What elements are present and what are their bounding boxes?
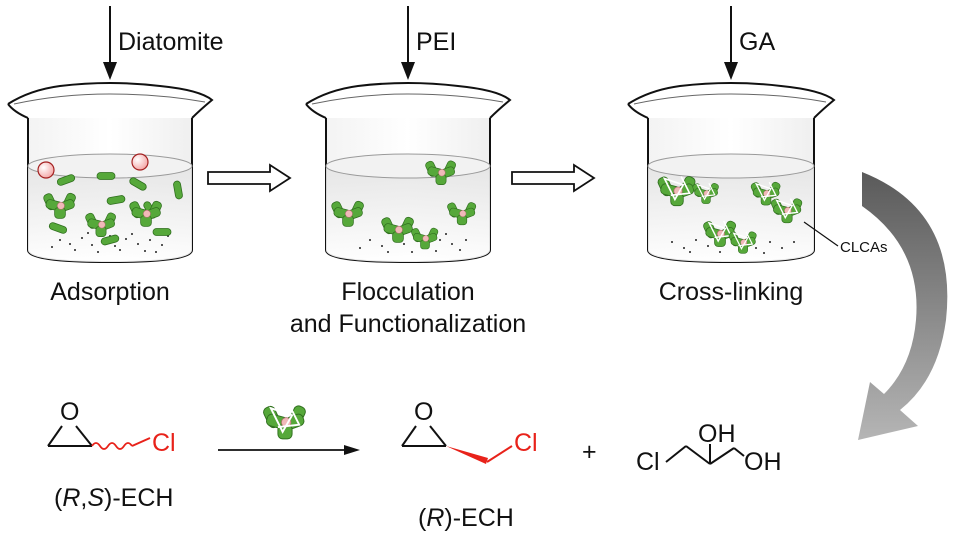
step-arrow-1 (207, 163, 292, 193)
label-clcas: CLCAs (840, 239, 888, 256)
plus-sign: + (582, 438, 597, 466)
reagent-arrow-2 (401, 6, 415, 80)
reagent-arrow-1 (103, 6, 117, 80)
reagent-ga: GA (739, 28, 775, 56)
step-arrow-2 (511, 163, 596, 193)
epoxide-o-1: O (60, 398, 79, 426)
epoxide-o-2: O (414, 398, 433, 426)
label-r-ech: (R)-ECH (418, 504, 514, 532)
beaker-crosslinking (627, 82, 836, 264)
reagent-pei: PEI (416, 28, 456, 56)
reagent-arrow-3 (724, 6, 738, 80)
caption-functionalization: and Functionalization (290, 310, 526, 338)
molecule-chloropropanediol: Cl OH OH (636, 420, 782, 476)
beaker-flocculation (305, 82, 512, 264)
reaction-arrow (218, 445, 360, 455)
chlorine-1: Cl (152, 429, 176, 457)
caption-crosslinking: Cross-linking (659, 278, 803, 306)
caption-adsorption: Adsorption (50, 278, 170, 306)
big-curved-arrow (858, 172, 948, 440)
caption-flocculation: Flocculation (341, 278, 474, 306)
catalyst-clcas-icon (262, 404, 307, 439)
chlorine-2: Cl (514, 429, 538, 457)
molecule-r-ech: O Cl (401, 398, 538, 464)
oh-1: OH (698, 420, 736, 448)
clcas-pointer (803, 221, 839, 247)
molecule-rs-ech: O Cl (47, 398, 176, 457)
label-rs-ech: (R,S)-ECH (54, 484, 173, 512)
beaker-adsorption (7, 82, 214, 264)
chlorine-3: Cl (636, 448, 660, 476)
reagent-diatomite: Diatomite (118, 28, 224, 56)
oh-2: OH (744, 448, 782, 476)
